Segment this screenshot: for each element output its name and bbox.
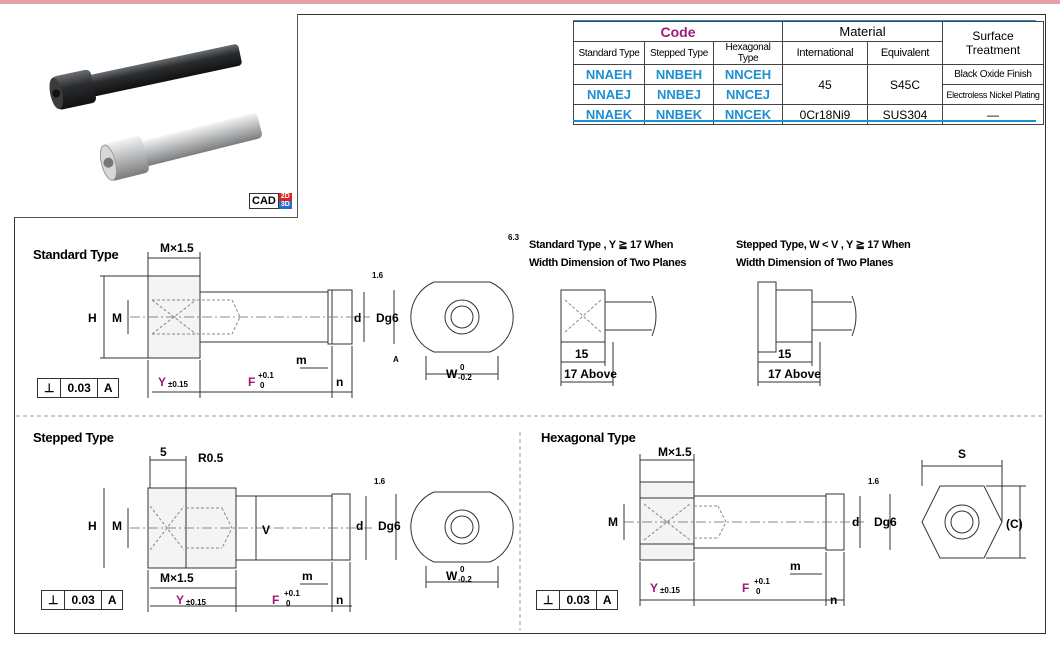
- cad-label: CAD: [249, 193, 279, 209]
- spec-table: Code Material Surface Treatment Standard…: [573, 21, 1044, 125]
- datum-ref: A: [103, 381, 113, 395]
- note-standard-line2: Width Dimension of Two Planes: [529, 257, 687, 269]
- section-stepped-title: Stepped Type: [33, 430, 114, 445]
- perpendicular-icon: ⊥: [537, 591, 561, 609]
- code-cell[interactable]: NNBEJ: [644, 84, 714, 105]
- top-accent-bar: [0, 0, 1060, 4]
- note-standard-line1: Standard Type , Y ≧ 17 When: [529, 239, 674, 251]
- perpendicularity-frame: ⊥ 0.03 A: [37, 378, 120, 398]
- surface-cell: —: [942, 104, 1044, 125]
- material-equivalent: S45C: [867, 64, 943, 105]
- sub-standard: Standard Type: [573, 41, 645, 65]
- perpendicularity-frame: ⊥ 0.03 A: [536, 590, 619, 610]
- material-international: 0Cr18Ni9: [782, 104, 868, 125]
- note-stepped-line2: Width Dimension of Two Planes: [736, 257, 894, 269]
- perpendicular-icon: ⊥: [38, 379, 62, 397]
- section-standard-title: Standard Type: [33, 247, 119, 262]
- material-header: Material: [782, 21, 943, 42]
- tolerance-value: 0.03: [560, 591, 597, 609]
- surface-header: Surface Treatment: [942, 21, 1044, 65]
- cad-2d-label: 2D: [278, 193, 292, 201]
- tolerance-value: 0.03: [61, 379, 98, 397]
- sub-hexagonal: Hexagonal Type: [713, 41, 783, 65]
- cad-2d3d-icon: 2D 3D: [278, 193, 292, 209]
- perpendicularity-frame: ⊥ 0.03 A: [41, 590, 124, 610]
- perpendicular-icon: ⊥: [42, 591, 66, 609]
- code-cell[interactable]: NNBEH: [644, 64, 714, 85]
- cad-badge[interactable]: CAD 2D 3D: [249, 193, 292, 209]
- sub-equivalent: Equivalent: [867, 41, 943, 65]
- product-photo-illustration: [49, 44, 262, 181]
- code-cell[interactable]: NNAEH: [573, 64, 645, 85]
- section-hexagonal-title: Hexagonal Type: [541, 430, 636, 445]
- cad-3d-label: 3D: [278, 201, 292, 209]
- note-stepped-line1: Stepped Type, W < V , Y ≧ 17 When: [736, 239, 911, 251]
- sub-international: International: [782, 41, 868, 65]
- catalog-frame: [14, 14, 1046, 634]
- datum-ref: A: [602, 593, 612, 607]
- surface-cell: Electroless Nickel Plating: [942, 84, 1044, 105]
- table-bottom-rule: [573, 120, 1036, 122]
- datum-ref: A: [107, 593, 117, 607]
- code-cell[interactable]: NNCEH: [713, 64, 783, 85]
- code-cell[interactable]: NNCEJ: [713, 84, 783, 105]
- note-stepped: Stepped Type, W < V , Y ≧ 17 When Width …: [736, 236, 911, 272]
- material-international: 45: [782, 64, 868, 105]
- product-photo: [14, 14, 298, 218]
- code-header: Code: [573, 21, 783, 42]
- note-standard: Standard Type , Y ≧ 17 When Width Dimens…: [529, 236, 687, 272]
- sub-stepped: Stepped Type: [644, 41, 714, 65]
- surface-cell: Black Oxide Finish: [942, 64, 1044, 85]
- tolerance-value: 0.03: [65, 591, 102, 609]
- material-equivalent: SUS304: [867, 104, 943, 125]
- code-cell[interactable]: NNAEJ: [573, 84, 645, 105]
